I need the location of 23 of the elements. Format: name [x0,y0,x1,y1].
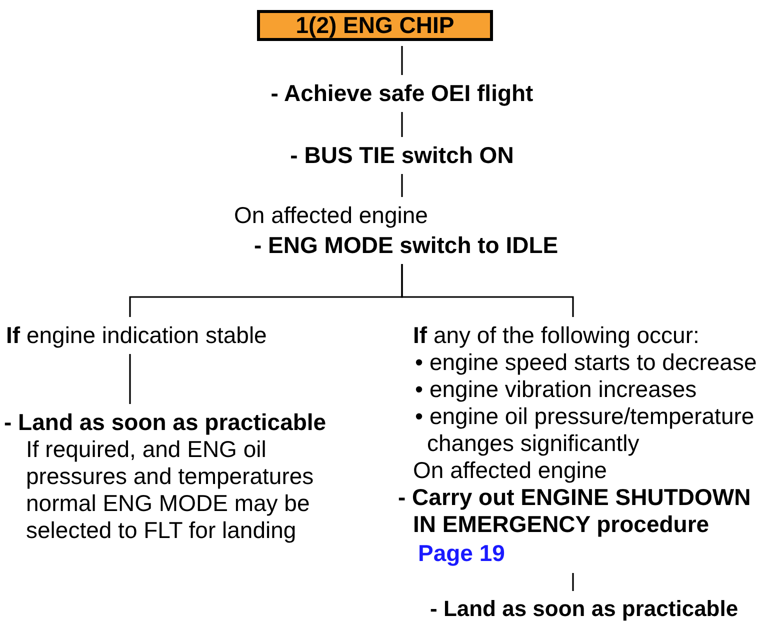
title-banner [257,10,493,41]
condition-text: On affected engine [413,457,607,484]
note-text: If required, and ENG oil pressures and temperatures normal ENG MODE may be selected to FLT for landing [26,436,315,544]
connector-line [401,112,403,137]
bullet-item-text: • engine vibration increases [415,376,697,403]
connector-line [401,264,574,317]
action-step-text: - Land as soon as practicable [430,596,738,621]
bullet-item-text: • engine oil pressure/temperature changes significantly [415,403,756,457]
page-link: Page 19 [418,539,505,568]
condition-text: On affected engine [234,202,428,229]
condition-text: If any of the following occur: [413,322,700,349]
action-step-text: - Achieve safe OEI flight [270,80,534,107]
action-step-text: - BUS TIE switch ON [290,142,514,169]
connector-line [401,174,403,197]
condition-text: If engine indication stable [6,322,267,349]
action-step-text: - ENG MODE switch to IDLE [254,232,558,259]
bullet-item-text: • engine speed starts to decrease [415,349,757,376]
action-step-text: - Carry out ENGINE SHUTDOWN IN EMERGENCY procedure [398,484,752,538]
connector-line [401,46,403,75]
action-step-text: - Land as soon as practicable [4,409,326,436]
title-text: 1(2) ENG CHIP [296,13,454,38]
connector-line [129,354,131,404]
connector-line [572,573,574,591]
